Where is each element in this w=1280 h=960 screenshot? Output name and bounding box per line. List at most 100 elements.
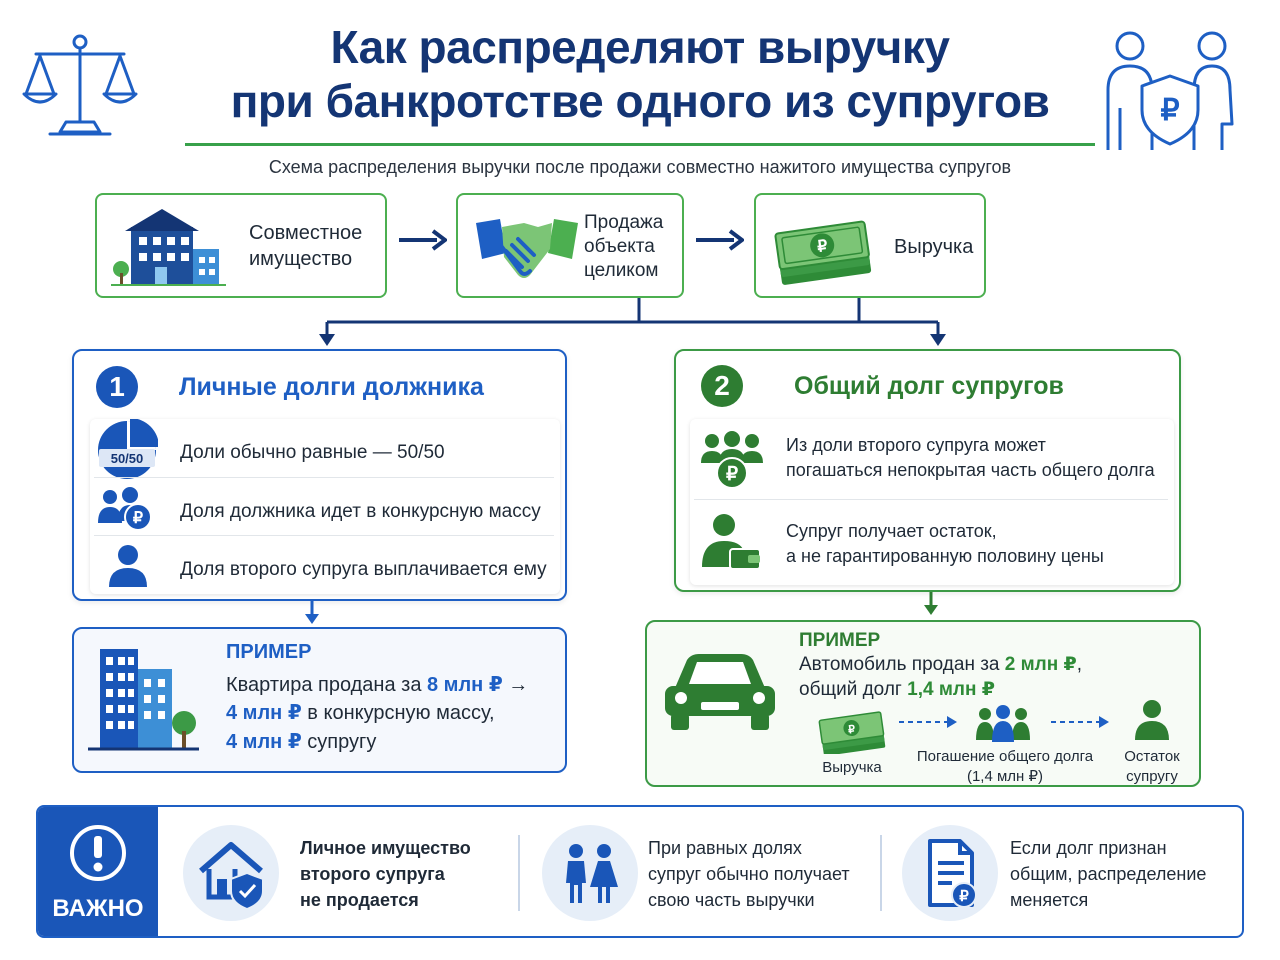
personal-debts-example: ПРИМЕР Квартира продана за 8 млн ₽ → 4 м… — [72, 627, 567, 773]
dashed-arrow-icon — [1049, 714, 1113, 735]
divider — [518, 835, 520, 911]
couple-icon — [542, 825, 638, 921]
document-icon: ₽ — [902, 825, 998, 921]
page-subtitle: Схема распределения выручки после продаж… — [268, 157, 1012, 177]
example-text: супругу — [301, 731, 377, 753]
joint-debt-row-2-line1: Супруг получает остаток, — [786, 521, 997, 541]
personal-debts-row-1: Доли обычно равные — 50/50 — [180, 442, 445, 463]
wallet-person-icon — [700, 511, 764, 571]
important-item-2-line2: супруг обычно получает — [648, 864, 850, 884]
example-line-1: Автомобиль продан за 2 млн ₽, — [799, 652, 1082, 678]
example-value: 4 млн ₽ — [226, 731, 302, 753]
flow-step-sale: Продажа объекта целиком — [456, 193, 684, 298]
flow-step-property-line1: Совместное — [249, 222, 363, 244]
family-shield-icon: ₽ — [1100, 28, 1240, 153]
example-line-2: 4 млн ₽ в конкурсную массу, — [226, 699, 495, 727]
important-item-3-line1: Если долг признан — [1010, 838, 1167, 858]
divider — [694, 499, 1168, 500]
flow-caption-revenue: Выручка — [822, 759, 882, 776]
flow-step-sale-line1: Продажа — [584, 212, 664, 233]
arrow-right-icon — [397, 222, 449, 261]
personal-debts-row-3: Доля второго супруга выплачивается ему — [180, 559, 547, 580]
joint-debt-row-2-line2: а не гарантированную половину цены — [786, 546, 1104, 566]
important-item-1: Личное имущество второго супруга не прод… — [300, 835, 471, 913]
divider — [880, 835, 882, 911]
handshake-icon — [472, 213, 582, 283]
arrow-down-icon — [302, 601, 322, 632]
important-item-1-line2: второго супруга — [300, 864, 445, 884]
debtor-icon: ₽ — [96, 485, 158, 535]
pie-label: 50/50 — [110, 451, 144, 466]
svg-text:₽: ₽ — [847, 724, 856, 737]
example-text: , — [1076, 654, 1083, 675]
important-item-2: При равных долях супруг обычно получает … — [648, 835, 850, 913]
svg-text:₽: ₽ — [1160, 94, 1179, 127]
pie-icon: 50/50 — [96, 418, 159, 481]
flow-caption-debt-line2: (1,4 млн ₽) — [966, 768, 1044, 785]
step-number-1: 1 — [96, 366, 138, 408]
important-item-2-line1: При равных долях — [648, 838, 802, 858]
flow-caption-remainder-line1: Остаток — [1124, 748, 1180, 765]
joint-debt-panel: 2 Общий долг супругов ₽ Из доли второго … — [674, 349, 1181, 592]
money-icon: ₽ — [815, 706, 889, 756]
person-icon — [106, 543, 150, 589]
flow-step-sale-line2: объекта — [584, 236, 655, 257]
example-text: Квартира продана за — [226, 674, 427, 696]
example-line-1: Квартира продана за 8 млн ₽ → — [226, 671, 528, 699]
flow-step-revenue-label: Выручка — [894, 236, 974, 258]
building-icon — [86, 643, 201, 753]
title-underline — [185, 143, 1095, 146]
joint-debt-row-1-line2: погашаться непокрытая часть общего долга — [786, 460, 1155, 480]
house-shield-icon — [183, 825, 279, 921]
svg-text:₽: ₽ — [959, 888, 969, 905]
arrow-down-icon — [921, 592, 941, 623]
house-icon — [111, 205, 226, 287]
flow-caption-debt: Погашение общего долга (1,4 млн ₽) — [909, 747, 1101, 787]
personal-debts-row-2: Доля должника идет в конкурсную массу — [180, 501, 541, 522]
page-title: Как распределяют выручку при банкротстве… — [180, 20, 1100, 128]
important-item-2-line3: свою часть выручки — [648, 890, 815, 910]
example-line-2: общий долг 1,4 млн ₽ — [799, 677, 995, 703]
example-line-3: 4 млн ₽ супругу — [226, 728, 376, 756]
joint-debt-row-1: Из доли второго супруга может погашаться… — [786, 433, 1155, 483]
example-label: ПРИМЕР — [799, 630, 881, 651]
example-label: ПРИМЕР — [226, 641, 312, 663]
example-text: в конкурсную массу, — [301, 702, 495, 724]
divider — [94, 535, 554, 536]
joint-debt-row-1-line1: Из доли второго супруга может — [786, 435, 1046, 455]
important-badge: ВАЖНО — [38, 807, 158, 936]
flow-step-property-line2: имущество — [249, 248, 353, 270]
flow-caption-debt-line1: Погашение общего долга — [916, 748, 1094, 765]
example-value: 8 млн ₽ — [427, 674, 503, 696]
svg-text:₽: ₽ — [133, 510, 143, 527]
flow-step-property: Совместное имущество — [95, 193, 387, 298]
example-text: Автомобиль продан за — [799, 654, 1005, 675]
important-label: ВАЖНО — [52, 895, 144, 922]
dashed-arrow-icon — [897, 714, 961, 735]
example-value: 4 млн ₽ — [226, 702, 302, 724]
important-item-3-line2: общим, распределение — [1010, 864, 1207, 884]
split-connector — [300, 298, 960, 350]
joint-debt-list: ₽ Из доли второго супруга может погашать… — [690, 419, 1174, 585]
important-notes: ВАЖНО Личное имущество второго супруга н… — [36, 805, 1244, 938]
scales-icon — [18, 30, 143, 140]
important-item-1-line1: Личное имущество — [300, 838, 471, 858]
example-value: 1,4 млн ₽ — [907, 679, 995, 700]
flow-caption-remainder-line2: супругу — [1126, 768, 1178, 785]
important-item-1-line3: не продается — [300, 890, 419, 910]
important-item-3: Если долг признан общим, распределение м… — [1010, 835, 1206, 913]
title-line-1: Как распределяют выручку — [330, 21, 951, 73]
example-arrow: → — [502, 674, 529, 696]
joint-debt-example: ПРИМЕР Автомобиль продан за 2 млн ₽, общ… — [645, 620, 1201, 787]
exclamation-icon — [68, 823, 128, 883]
flow-caption-remainder: Остаток супругу — [1109, 747, 1195, 787]
svg-text:₽: ₽ — [816, 238, 828, 256]
example-value: 2 млн ₽ — [1004, 654, 1077, 675]
car-icon — [661, 648, 779, 732]
personal-debts-panel: 1 Личные долги должника 50/50 Доли обычн… — [72, 349, 567, 601]
example-text: общий долг — [799, 679, 908, 700]
money-icon: ₽ — [770, 211, 880, 285]
group-icon — [975, 704, 1031, 744]
divider — [94, 477, 554, 478]
group-ruble-icon: ₽ — [700, 431, 764, 489]
